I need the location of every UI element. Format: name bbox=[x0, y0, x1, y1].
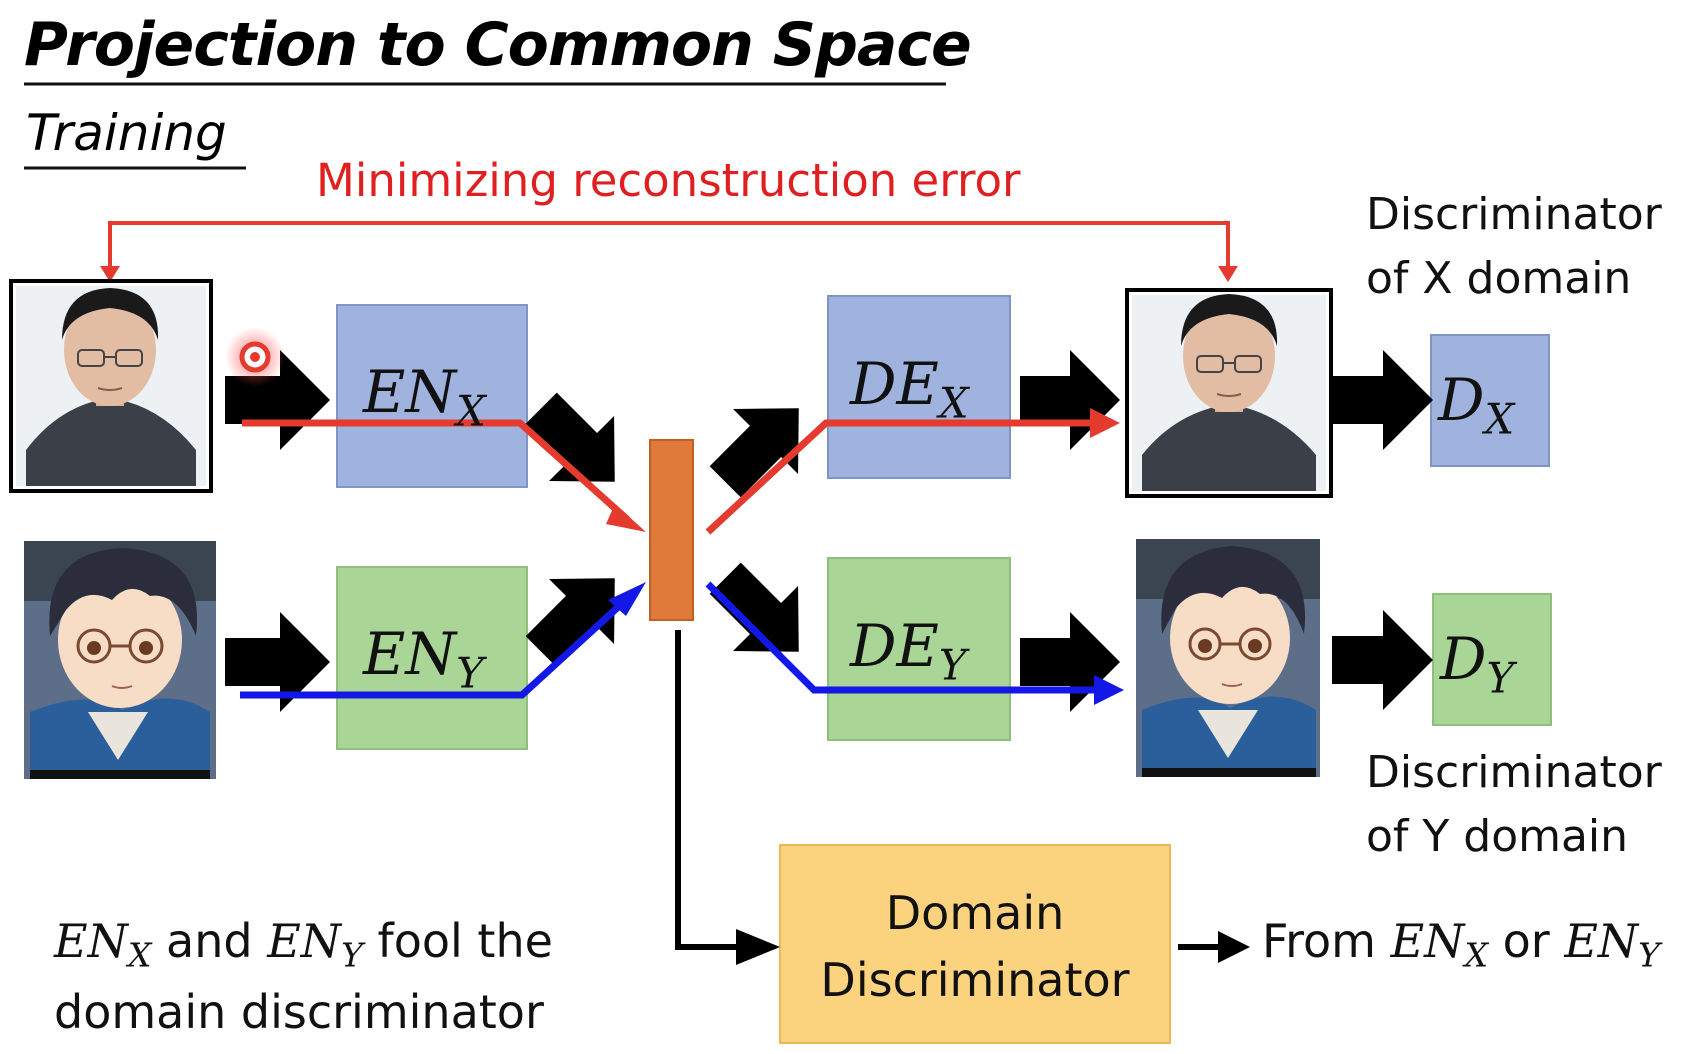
domain-discriminator-box bbox=[779, 844, 1171, 1044]
anime-image-output bbox=[1136, 539, 1320, 777]
fool-and-text: and bbox=[151, 914, 268, 968]
output-en-x-base: EN bbox=[1390, 914, 1465, 968]
encoder-y-base: EN bbox=[363, 620, 457, 688]
output-en-y-base: EN bbox=[1564, 914, 1639, 968]
fool-caption: ENX and ENY fool the domain discriminato… bbox=[54, 908, 553, 1046]
encoder-x-label: ENX bbox=[363, 358, 486, 435]
person-photo-input bbox=[9, 279, 213, 493]
decoder-x-box bbox=[827, 295, 1011, 479]
arrow-eny-to-latent bbox=[525, 578, 615, 668]
encoder-y-box bbox=[336, 566, 528, 750]
fool-caption-line1: ENX and ENY fool the bbox=[54, 908, 553, 979]
decoder-y-base: DE bbox=[850, 612, 939, 680]
domain-discriminator-label: Domain Discriminator bbox=[780, 880, 1170, 1013]
encoder-x-box bbox=[336, 304, 528, 488]
latent-to-domain-discriminator-arrow bbox=[675, 630, 780, 965]
fool-en-y-base: EN bbox=[267, 914, 342, 968]
decoder-y-box bbox=[827, 557, 1011, 741]
output-en-y-sub: Y bbox=[1638, 935, 1661, 975]
domain-output-caption: From ENX or ENY bbox=[1262, 914, 1660, 974]
discriminator-x-base: D bbox=[1438, 366, 1485, 434]
fool-rest-text: fool the bbox=[362, 914, 553, 968]
arrow-output-to-dx bbox=[1332, 350, 1433, 450]
latent-code-bar bbox=[649, 439, 694, 621]
fool-en-x-sub: X bbox=[127, 935, 152, 975]
discriminator-y-base: D bbox=[1440, 625, 1487, 693]
domain-discriminator-line1: Domain bbox=[885, 886, 1065, 940]
disc-y-caption-line2: of Y domain bbox=[1366, 810, 1629, 862]
fool-en-x-base: EN bbox=[54, 914, 128, 968]
red-path-x bbox=[242, 408, 1120, 535]
fool-caption-line2: domain discriminator bbox=[54, 985, 544, 1040]
arrow-output-to-dy bbox=[1332, 610, 1433, 710]
decoder-y-label: DEY bbox=[850, 612, 966, 689]
page-title: Projection to Common Space bbox=[24, 10, 972, 80]
encoder-y-sub: Y bbox=[456, 648, 484, 698]
arrow-anime-to-eny bbox=[225, 612, 330, 712]
disc-y-caption-line1: Discriminator bbox=[1366, 747, 1662, 798]
decoder-x-base: DE bbox=[850, 350, 939, 418]
blue-path-y bbox=[240, 581, 1124, 705]
disc-x-caption-line2: of X domain bbox=[1366, 252, 1632, 304]
reconstruction-label: Minimizing reconstruction error bbox=[316, 154, 1021, 207]
decoder-x-sub: X bbox=[938, 378, 969, 428]
discriminator-y-box bbox=[1432, 593, 1552, 726]
person-photo-output bbox=[1125, 288, 1333, 498]
output-en-x-sub: X bbox=[1464, 935, 1489, 975]
discriminator-x-sub: X bbox=[1484, 394, 1515, 444]
anime-image-input bbox=[24, 541, 216, 779]
page-subtitle: Training bbox=[26, 104, 227, 162]
decoder-y-sub: Y bbox=[938, 640, 967, 690]
reconstruction-bracket bbox=[100, 221, 1238, 282]
discriminator-y-sub: Y bbox=[1486, 653, 1515, 703]
output-or-text: or bbox=[1488, 914, 1565, 968]
arrow-dex-to-output bbox=[1020, 350, 1120, 450]
discriminator-x-box bbox=[1430, 334, 1550, 467]
domain-discriminator-line2: Discriminator bbox=[820, 952, 1130, 1007]
disc-x-caption: Discriminator of X domain bbox=[1366, 183, 1662, 311]
disc-x-caption-line1: Discriminator bbox=[1366, 189, 1662, 240]
decoder-x-label: DEX bbox=[850, 350, 969, 427]
discriminator-x-label: DX bbox=[1438, 366, 1514, 443]
discriminator-y-label: DY bbox=[1440, 625, 1514, 702]
arrow-latent-to-dex bbox=[709, 408, 799, 498]
encoder-y-label: ENY bbox=[363, 620, 484, 697]
fool-en-y-sub: Y bbox=[341, 935, 363, 975]
domain-discriminator-output-arrow bbox=[1178, 931, 1250, 963]
disc-y-caption: Discriminator of Y domain bbox=[1366, 741, 1662, 869]
cursor-highlight-icon bbox=[225, 327, 285, 387]
encoder-x-sub: X bbox=[456, 386, 486, 436]
arrow-latent-to-dey bbox=[709, 562, 799, 652]
arrow-enx-to-latent bbox=[525, 392, 615, 482]
output-from-text: From bbox=[1262, 914, 1391, 968]
encoder-x-base: EN bbox=[363, 358, 457, 426]
